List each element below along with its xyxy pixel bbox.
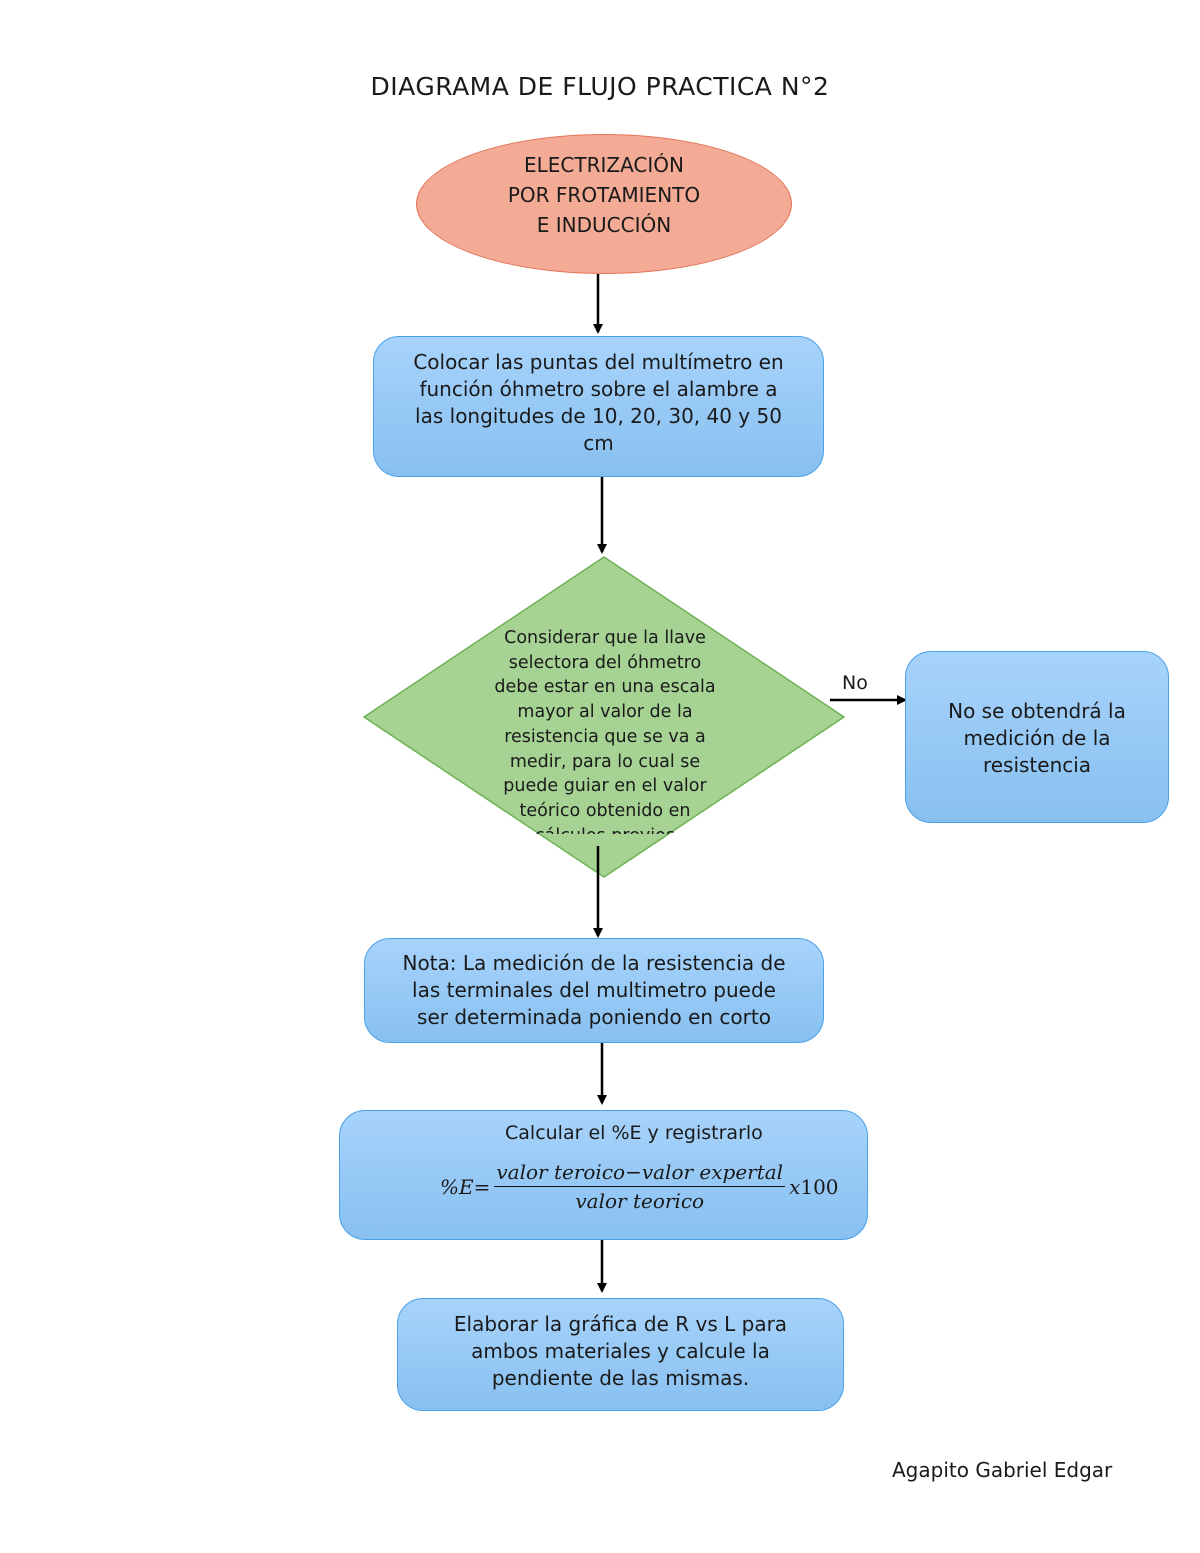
start-line: POR FROTAMIENTO (507, 183, 701, 207)
formula-fraction: valor teroico−valor expertal valor teori… (494, 1160, 786, 1213)
author-name: Agapito Gabriel Edgar (892, 1458, 1113, 1482)
graph-step-line: Elaborar la gráfica de R vs L para (453, 1312, 788, 1336)
decision-line: resistencia que se va a (504, 726, 706, 747)
decision-text: Considerar que la llave selectora del óh… (474, 626, 736, 834)
no-result-line: medición de la (963, 726, 1111, 750)
note-line: las terminales del multimetro puede (412, 978, 776, 1002)
start-line: ELECTRIZACIÓN (524, 153, 684, 177)
formula-equals: = (473, 1174, 491, 1199)
decision-line: selectora del óhmetro (508, 652, 702, 673)
formula-lhs: %E (440, 1174, 474, 1199)
process-box-no-result: No se obtendrá la medición de la resiste… (905, 651, 1169, 823)
decision-line: medir, para lo cual se (509, 751, 701, 772)
calc-label: Calcular el %E y registrarlo (505, 1122, 763, 1144)
error-formula: %E = valor teroico−valor expertal valor … (440, 1160, 839, 1213)
decision-line: mayor al valor de la (517, 702, 693, 723)
start-terminal (416, 134, 792, 274)
note-line: Nota: La medición de la resistencia de (402, 951, 786, 975)
process-line: función óhmetro sobre el alambre a (419, 377, 778, 401)
process-box-multimeter: Colocar las puntas del multímetro en fun… (373, 336, 824, 477)
graph-step-text: Elaborar la gráfica de R vs L para ambos… (398, 1311, 843, 1392)
formula-denominator: valor teorico (575, 1189, 705, 1213)
formula-times: x (789, 1174, 801, 1199)
start-terminal-text: ELECTRIZACIÓN POR FROTAMIENTO E INDUCCIÓ… (416, 150, 792, 240)
page-title: DIAGRAMA DE FLUJO PRACTICA N°2 (370, 72, 830, 101)
process-text: Colocar las puntas del multímetro en fun… (374, 349, 823, 457)
no-result-line: resistencia (982, 753, 1092, 777)
graph-step-line: pendiente de las mismas. (491, 1366, 750, 1390)
formula-numerator: valor teroico−valor expertal (494, 1160, 786, 1187)
decision-line: Considerar que la llave (504, 628, 706, 648)
start-line: E INDUCCIÓN (536, 213, 672, 237)
decision-line: teórico obtenido en (519, 800, 691, 821)
note-text: Nota: La medición de la resistencia de l… (365, 950, 823, 1031)
process-box-graph: Elaborar la gráfica de R vs L para ambos… (397, 1298, 844, 1411)
decision-diamond (362, 556, 846, 878)
decision-line: puede guiar en el valor (503, 776, 707, 797)
decision-line: debe estar en una escala (494, 677, 716, 698)
decision-line: cálculos previos (474, 824, 736, 834)
no-result-text: No se obtendrá la medición de la resiste… (906, 698, 1168, 779)
no-branch-label: No (842, 672, 868, 694)
graph-step-line: ambos materiales y calcule la (471, 1339, 770, 1363)
formula-factor: 100 (800, 1174, 839, 1199)
process-box-calc (339, 1110, 868, 1240)
process-box-note: Nota: La medición de la resistencia de l… (364, 938, 824, 1043)
no-result-line: No se obtendrá la (948, 699, 1126, 723)
process-line: las longitudes de 10, 20, 30, 40 y 50 (415, 404, 782, 428)
note-line: ser determinada poniendo en corto (417, 1005, 771, 1029)
process-line: Colocar las puntas del multímetro en (413, 350, 784, 374)
process-line: cm (583, 431, 614, 455)
